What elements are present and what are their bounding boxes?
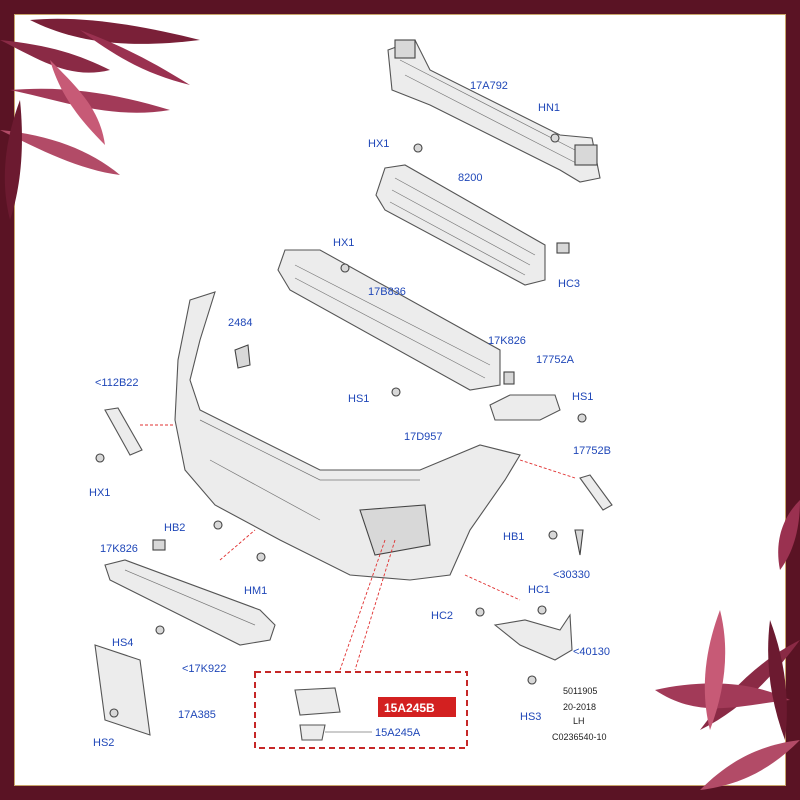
footer-line-4: C0236540-10: [552, 732, 607, 742]
label-17K826-top: 17K826: [488, 335, 526, 347]
label-17B836: 17B836: [368, 286, 406, 298]
part-17A792-beam: [387, 39, 601, 183]
part-2484-cover: [234, 344, 251, 369]
part-17752A-bracket: [489, 394, 561, 421]
label-17A792: 17A792: [470, 80, 508, 92]
label-HB1: HB1: [503, 531, 524, 543]
label-HS1-left: HS1: [348, 393, 369, 405]
label-17K922: <17K922: [182, 663, 226, 675]
part-17B836-reinforcement: [277, 249, 501, 391]
label-HS4: HS4: [112, 637, 133, 649]
label-17K826-bottom: 17K826: [100, 543, 138, 555]
label-40130: <40130: [573, 646, 610, 658]
highlight-label-box: [378, 697, 456, 717]
label-HC3: HC3: [558, 278, 580, 290]
label-HX1-top: HX1: [368, 138, 389, 150]
part-40130-bracket: [493, 613, 573, 661]
label-HM1: HM1: [244, 585, 267, 597]
label-2484: 2484: [228, 317, 252, 329]
part-17D957-bumper-cover: [174, 291, 521, 581]
part-17K922-undertray: [104, 559, 276, 646]
part-112B22-bracket: [104, 407, 143, 456]
frame-inner-border: [14, 14, 786, 786]
label-HX1-bottom: HX1: [89, 487, 110, 499]
red-guide-lines: [140, 424, 576, 671]
label-30330: <30330: [553, 569, 590, 581]
label-HS3: HS3: [520, 711, 541, 723]
label-17752B: 17752B: [573, 445, 611, 457]
footer-line-1: 5011905: [563, 686, 597, 696]
label-17752A: 17752A: [536, 354, 575, 366]
label-HB2: HB2: [164, 522, 185, 534]
label-8200: 8200: [458, 172, 482, 184]
label-HS2: HS2: [93, 737, 114, 749]
footer-line-3: LH: [573, 716, 585, 726]
part-8200-grille: [375, 164, 546, 286]
highlight-label-15A245B: 15A245B: [384, 701, 435, 715]
label-HS1-right: HS1: [572, 391, 593, 403]
label-112B22: <112B22: [95, 377, 139, 389]
label-17D957: 17D957: [404, 431, 443, 443]
label-HC2: HC2: [431, 610, 453, 622]
label-15A245A: 15A245A: [375, 727, 421, 739]
footer-line-2: 20-2018: [563, 702, 596, 712]
fasteners: [95, 133, 587, 718]
label-HC1: HC1: [528, 584, 550, 596]
label-HX1-middle: HX1: [333, 237, 354, 249]
part-17A385-license-bracket: [94, 644, 151, 736]
label-HN1: HN1: [538, 102, 560, 114]
leaf-decoration-top-left: [0, 18, 200, 220]
label-17A385: 17A385: [178, 709, 216, 721]
highlight-box: [254, 671, 468, 749]
leaf-decoration-bottom-right: [655, 500, 800, 790]
part-17752B: [579, 474, 613, 511]
